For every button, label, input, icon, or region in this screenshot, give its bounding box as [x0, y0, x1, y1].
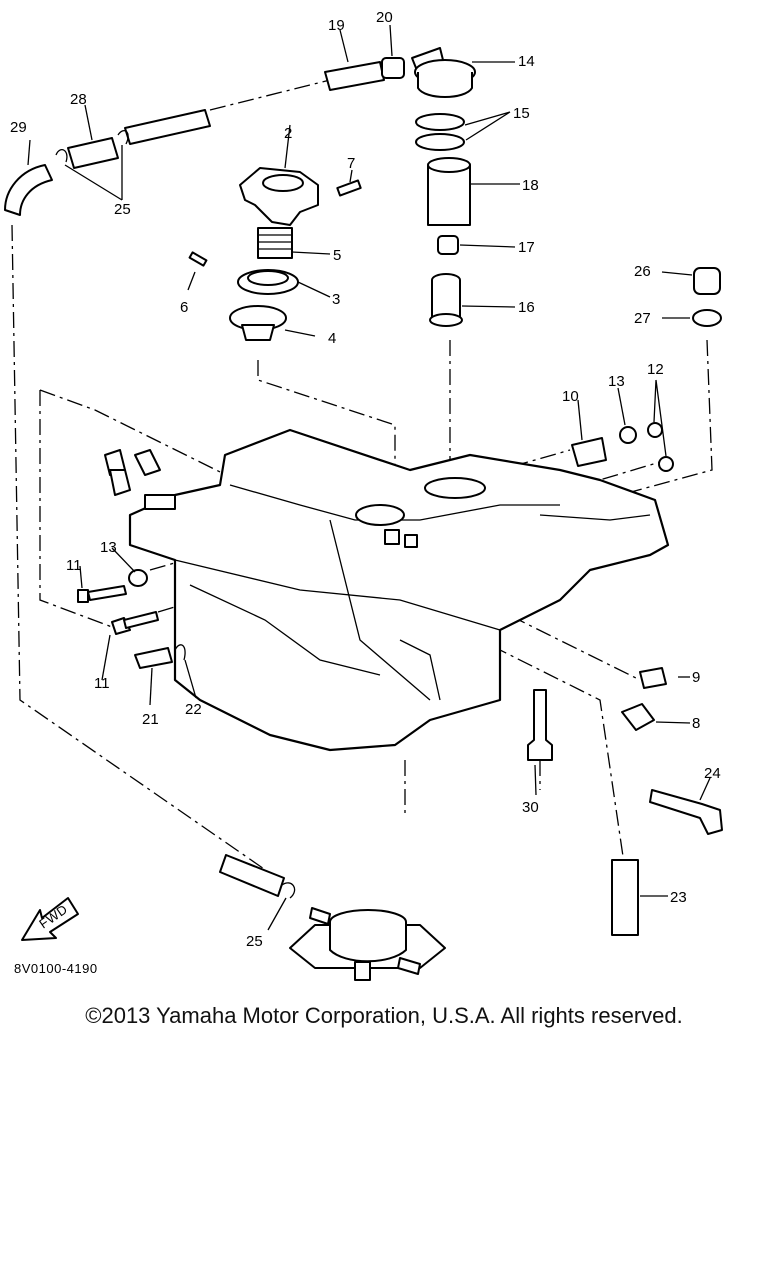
- parts-diagram: 2 3 4 5 6 7 8 9 10 11 11 12 13 13 14 15 …: [4, 9, 723, 981]
- callout-17: 17: [518, 239, 535, 256]
- callout-10: 10: [562, 388, 579, 405]
- callout-25-upper: 25: [114, 201, 131, 218]
- callout-5: 5: [333, 247, 341, 264]
- callout-29: 29: [10, 119, 27, 136]
- callout-2: 2: [284, 125, 292, 142]
- callout-4: 4: [328, 330, 336, 347]
- callout-13-left: 13: [100, 539, 117, 556]
- callout-26: 26: [634, 263, 651, 280]
- fuel-tank: [104, 428, 670, 752]
- callout-7: 7: [347, 155, 355, 172]
- callout-labels: 2 3 4 5 6 7 8 9 10 11 11 12 13 13 14 15 …: [10, 9, 721, 976]
- callout-22: 22: [185, 701, 202, 718]
- callout-20: 20: [376, 9, 393, 26]
- drawing-code: 8V0100-4190: [14, 961, 98, 976]
- callout-28: 28: [70, 91, 87, 108]
- callout-3: 3: [332, 291, 340, 308]
- callout-11-upper: 11: [66, 557, 82, 574]
- leader-lines: [27, 24, 711, 931]
- callout-30: 30: [522, 799, 539, 816]
- part-shapes: [4, 47, 723, 981]
- callout-23: 23: [670, 889, 687, 906]
- callout-24: 24: [704, 765, 721, 782]
- callout-8: 8: [692, 715, 700, 732]
- callout-11-lower: 11: [94, 675, 110, 692]
- fwd-arrow-icon: [21, 897, 79, 941]
- callout-18: 18: [522, 177, 539, 194]
- callout-16: 16: [518, 299, 535, 316]
- callout-9: 9: [692, 669, 700, 686]
- callout-19: 19: [328, 17, 345, 34]
- callout-14: 14: [518, 53, 535, 70]
- callout-15: 15: [513, 105, 530, 122]
- callout-13-right: 13: [608, 373, 625, 390]
- callout-27: 27: [634, 310, 651, 327]
- callout-6: 6: [180, 299, 188, 316]
- callout-12: 12: [647, 361, 664, 378]
- copyright-notice: ©2013 Yamaha Motor Corporation, U.S.A. A…: [85, 1003, 683, 1028]
- callout-25-lower: 25: [246, 933, 263, 950]
- callout-21: 21: [142, 711, 159, 728]
